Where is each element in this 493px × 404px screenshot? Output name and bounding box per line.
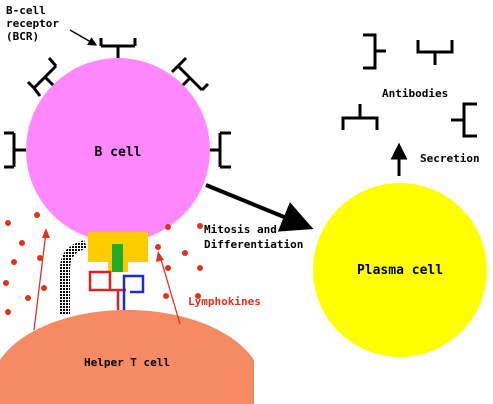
- bcr-label-line2: receptor: [6, 17, 59, 30]
- plasma-cell-label: Plasma cell: [357, 263, 443, 278]
- b-cell-label: B cell: [95, 145, 142, 160]
- bcr-label-line1: B-cell: [6, 4, 46, 17]
- dotted-hook: [60, 240, 87, 315]
- plasma-cell-shape: [313, 183, 487, 357]
- secretion-arrow: [390, 142, 408, 176]
- antibody-shapes: [341, 33, 477, 138]
- secretion-label: Secretion: [420, 152, 480, 165]
- lymphokine-arrows: [33, 228, 181, 331]
- helper-t-cell-label: Helper T cell: [84, 356, 170, 369]
- lymphokine-dots: [3, 212, 203, 315]
- antibodies-label: Antibodies: [382, 87, 448, 100]
- mitosis-label-line1: Mitosis and: [204, 223, 277, 236]
- mitosis-arrow: [205, 183, 314, 232]
- t-cell-receptor: [88, 270, 145, 310]
- mitosis-label-line2: Differentiation: [204, 238, 303, 251]
- b-cell-shape: [26, 58, 210, 242]
- lymphokines-label: Lymphokines: [188, 295, 261, 308]
- bcr-label-line3: (BCR): [6, 30, 39, 43]
- bcr-receptors: [4, 38, 231, 169]
- helper-t-cell-shape: [0, 310, 254, 404]
- antigen-fragment: [112, 244, 123, 272]
